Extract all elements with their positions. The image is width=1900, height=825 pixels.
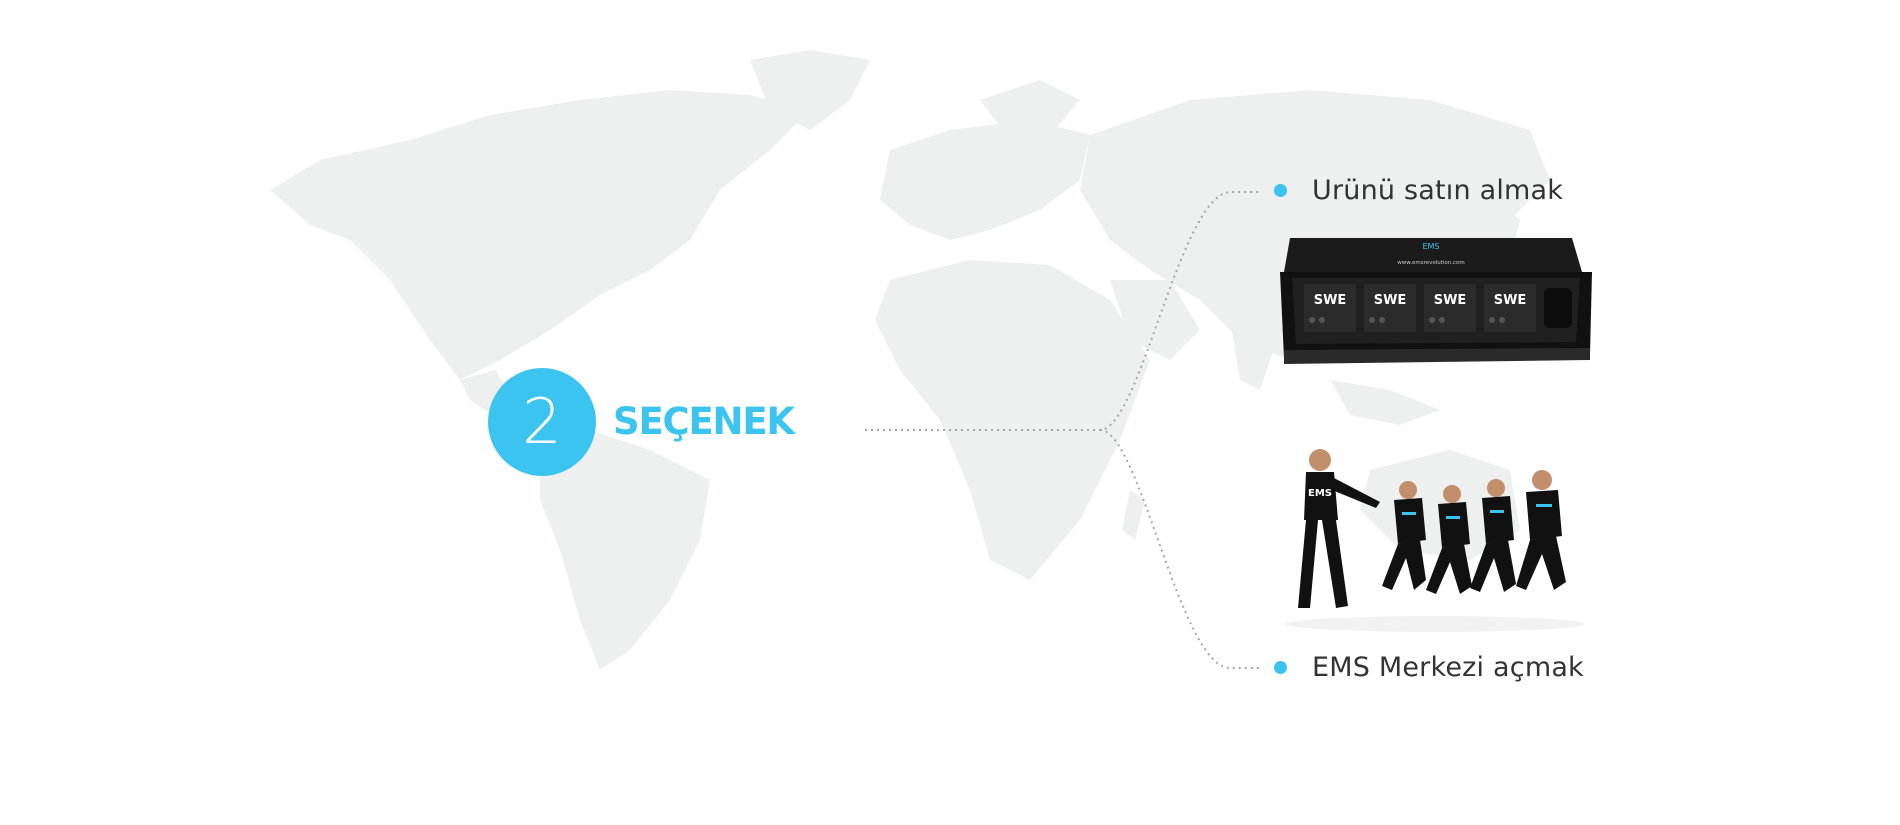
option-open-center-label[interactable]: EMS Merkezi açmak: [1312, 652, 1584, 683]
ems-product-box-image: EMS www.emsrevolution.com SWE SWE SWE SW…: [1280, 238, 1592, 364]
svg-text:SWE: SWE: [1314, 293, 1347, 308]
trainer-shirt-text: EMS: [1308, 488, 1332, 499]
box-url-text: www.emsrevolution.com: [1397, 260, 1465, 266]
bullet-dot-icon: [1274, 661, 1287, 674]
svg-text:SWE: SWE: [1374, 293, 1407, 308]
options-heading: SEÇENEK: [613, 400, 795, 443]
ems-training-group-image: EMS: [1285, 449, 1585, 632]
option-buy-product-label[interactable]: Urünü satın almak: [1312, 175, 1564, 206]
box-module: [1484, 284, 1536, 332]
box-module: [1424, 284, 1476, 332]
svg-text:SWE: SWE: [1494, 293, 1527, 308]
bullet-dot-icon: [1274, 184, 1287, 197]
box-module: [1364, 284, 1416, 332]
options-count-badge: 2: [488, 368, 596, 476]
svg-text:SWE: SWE: [1434, 293, 1467, 308]
box-module: [1304, 284, 1356, 332]
box-brand-text: EMS: [1422, 242, 1439, 251]
